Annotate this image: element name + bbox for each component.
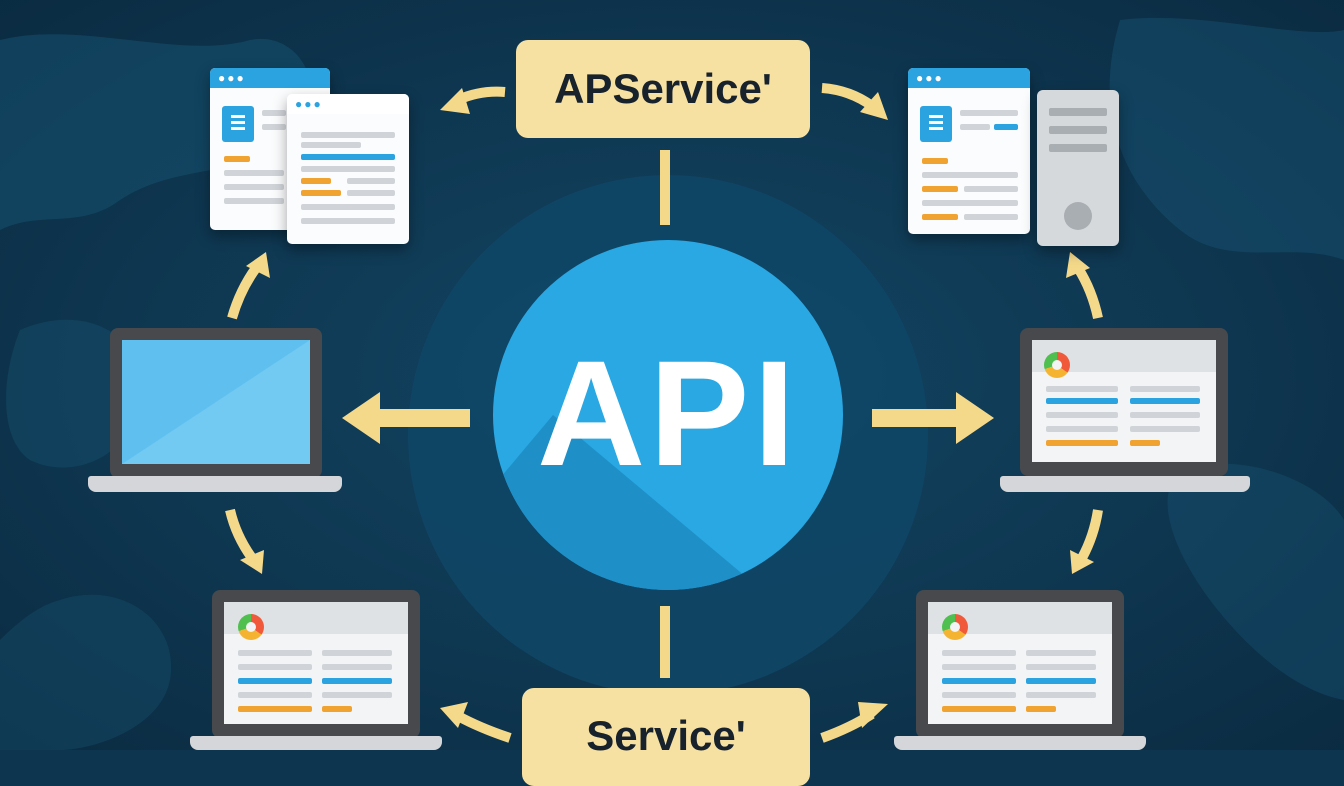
left-lower-head: [240, 550, 264, 574]
api-circle: API: [493, 240, 843, 590]
left-upper-head: [246, 252, 270, 278]
pie-chart-icon: [1044, 352, 1070, 378]
top-right-curve: [821, 83, 875, 111]
laptop-right-base: [1000, 476, 1250, 492]
top-right-head: [860, 92, 888, 120]
server-tower-icon: [1037, 90, 1119, 246]
document-window-front-left: ●●●: [287, 94, 409, 244]
laptop-left-base: [88, 476, 342, 492]
laptop-bottom-left-screen: [212, 590, 420, 738]
document-icon: [929, 115, 943, 118]
right-lower-head: [1070, 550, 1094, 574]
right-upper-curve: [1073, 265, 1103, 320]
bottom-right-head: [858, 702, 888, 728]
laptop-bottom-left-base: [190, 736, 442, 750]
connector-arrows: [225, 83, 1103, 743]
left-lower-curve: [225, 508, 257, 561]
api-center-label: API: [536, 329, 800, 497]
laptop-bottom-right-screen: [916, 590, 1124, 738]
left-upper-curve: [227, 265, 261, 320]
right-arrow-head: [956, 392, 994, 444]
laptop-right-screen: [1020, 328, 1228, 476]
laptop-bottom-right-base: [894, 736, 1146, 750]
right-lower-curve: [1077, 509, 1103, 561]
top-left-head: [440, 88, 470, 114]
right-upper-head: [1066, 252, 1090, 278]
bottom-left-head: [440, 702, 468, 728]
left-arrow-head: [342, 392, 380, 444]
document-window-right: ●●●: [908, 68, 1030, 234]
bottom-left-curve: [455, 711, 512, 743]
document-icon: [231, 115, 245, 118]
pie-chart-icon: [238, 614, 264, 640]
pie-chart-icon: [942, 614, 968, 640]
laptop-left-screen: [110, 328, 322, 478]
top-service-label: APService': [516, 40, 810, 138]
